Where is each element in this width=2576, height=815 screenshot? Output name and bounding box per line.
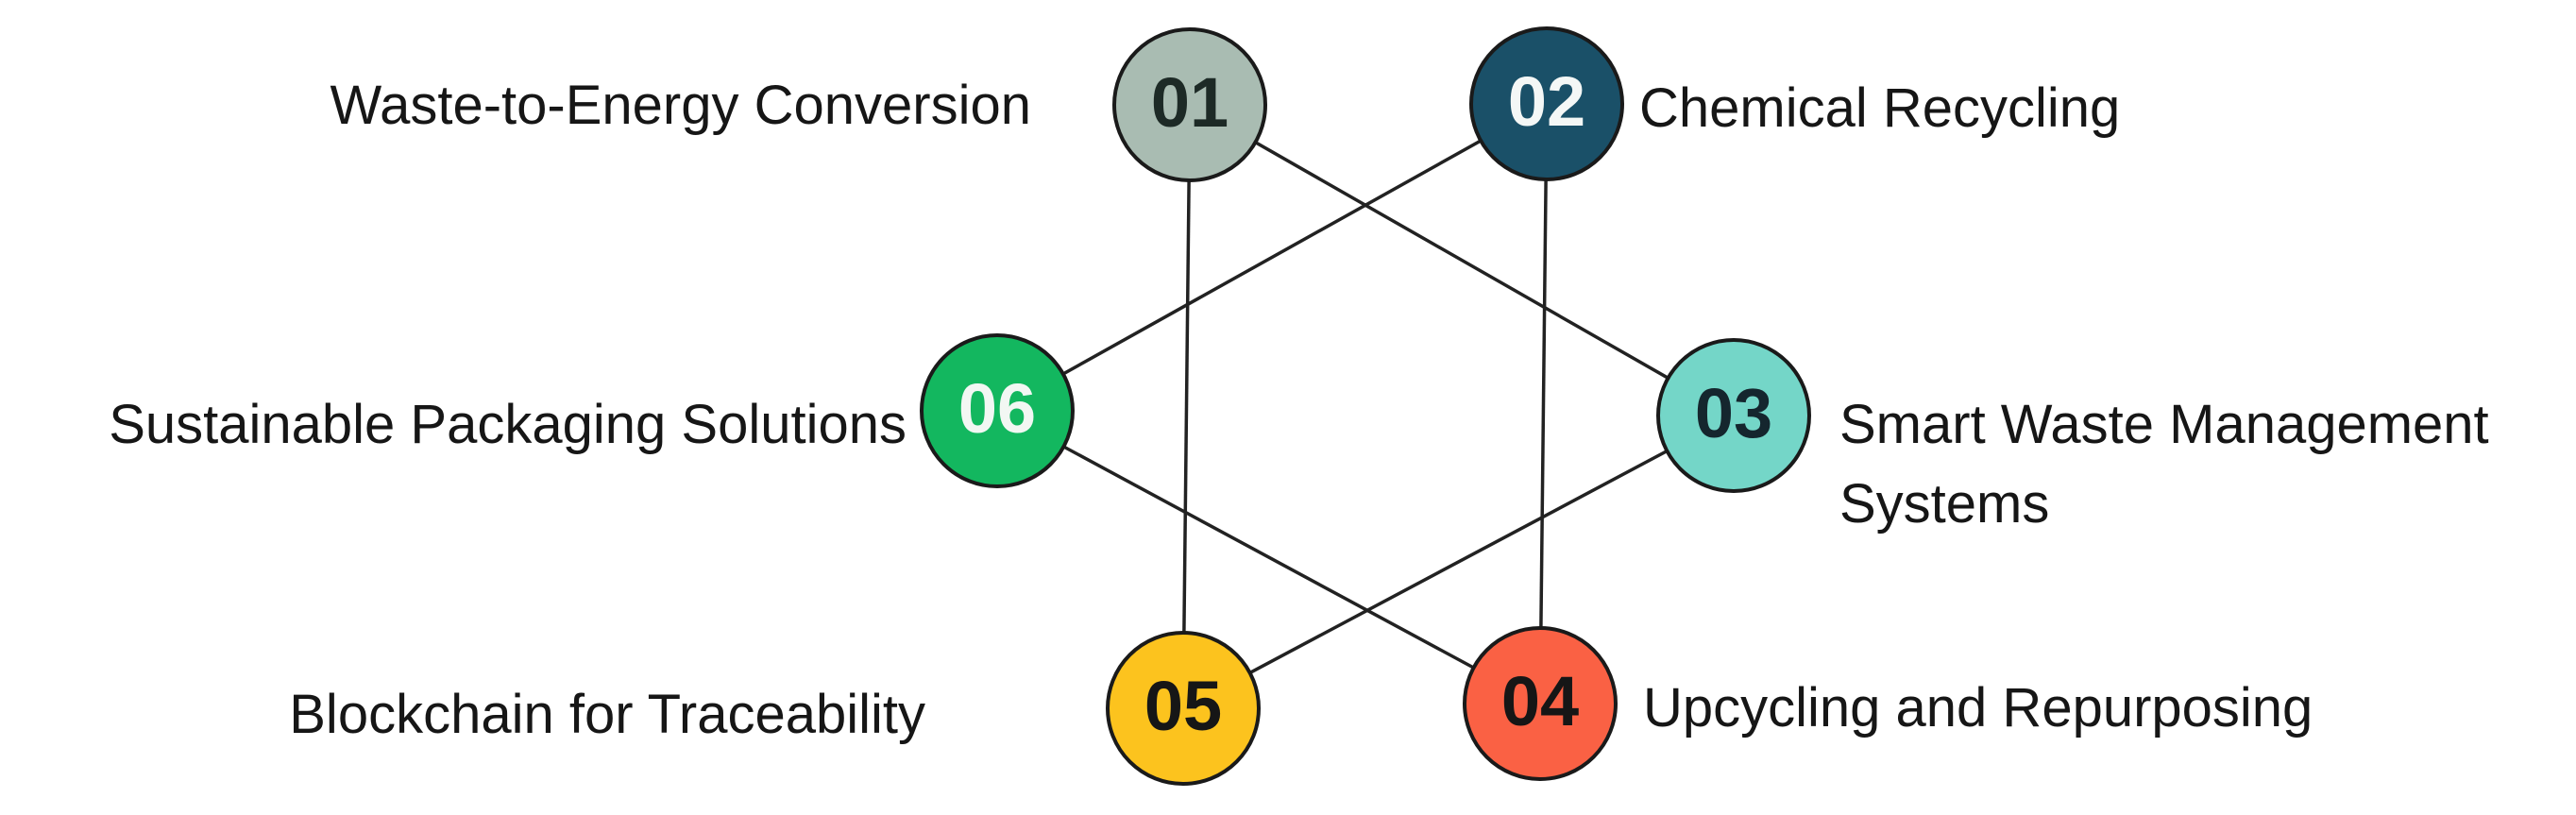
node-number-04: 04 [1500, 662, 1580, 740]
node-circle-06: 06 [920, 333, 1075, 488]
node-label-blockchain-traceability: Blockchain for Traceability [289, 684, 925, 745]
node-number-03: 03 [1694, 374, 1773, 452]
connector-06-04 [996, 409, 1541, 705]
node-label-waste-to-energy: Waste-to-Energy Conversion [330, 75, 1031, 136]
connector-03-05 [1182, 414, 1735, 710]
node-label-smart-waste-management: Smart Waste Management Systems [1839, 394, 2489, 535]
node-circle-05: 05 [1106, 631, 1261, 786]
connector-04-02 [1538, 103, 1549, 705]
node-circle-04: 04 [1463, 626, 1618, 781]
node-number-01: 01 [1150, 63, 1229, 142]
node-circle-03: 03 [1656, 338, 1811, 493]
node-number-06: 06 [958, 369, 1037, 448]
node-circle-02: 02 [1469, 26, 1624, 181]
connector-01-03 [1189, 103, 1735, 417]
node-circle-01: 01 [1112, 27, 1267, 182]
node-label-chemical-recycling: Chemical Recycling [1639, 77, 2121, 139]
connector-05-01 [1181, 104, 1192, 709]
connector-02-06 [996, 102, 1548, 413]
node-label-sustainable-packaging: Sustainable Packaging Solutions [109, 394, 907, 455]
node-number-05: 05 [1144, 667, 1223, 745]
node-label-upcycling-repurposing: Upcycling and Repurposing [1643, 677, 2313, 739]
node-number-02: 02 [1507, 62, 1586, 141]
